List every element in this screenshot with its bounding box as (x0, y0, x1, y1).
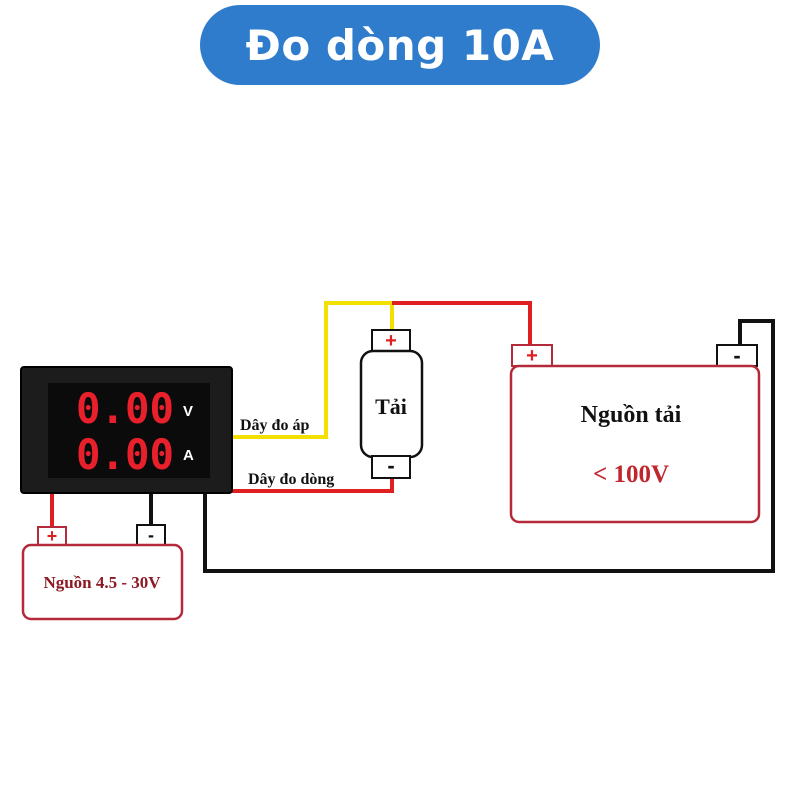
voltage-unit: V (183, 403, 193, 420)
current-sense-wire (232, 478, 394, 493)
current-reading: 0.00 (76, 430, 174, 479)
load-source-voltage: < 100V (593, 461, 669, 488)
load-power-source: + - Nguồn tải < 100V (509, 343, 761, 524)
voltage-sense-wire (232, 301, 394, 439)
voltage-wire-label: Dây đo áp (240, 417, 309, 434)
load-minus-terminal (371, 455, 411, 479)
voltage-reading: 0.00 (76, 384, 174, 433)
load-plus-sign: + (385, 330, 397, 352)
load-label: Tải (375, 394, 407, 419)
load-to-source-positive-wire (392, 301, 532, 345)
page-title: Đo dòng 10A (245, 20, 555, 70)
meter-power-source: + - Nguồn 4.5 - 30V (21, 524, 184, 621)
current-wire-label: Dây đo dòng (248, 471, 334, 488)
voltmeter-ammeter-module: 0.00 0.00 V A (20, 366, 233, 494)
load-minus-sign: - (387, 453, 394, 478)
meter-source-plus-sign: + (47, 526, 58, 546)
meter-source-label: Nguồn 4.5 - 30V (43, 573, 161, 592)
title-banner: Đo dòng 10A (200, 5, 600, 85)
meter-source-minus-sign: - (148, 525, 154, 545)
load-component: + Tải - (359, 329, 424, 479)
load-source-label: Nguồn tải (581, 402, 682, 428)
load-source-minus-sign: - (733, 343, 740, 368)
load-source-plus-sign: + (526, 345, 538, 367)
current-unit: A (183, 447, 194, 464)
ground-return-wire (203, 319, 775, 573)
